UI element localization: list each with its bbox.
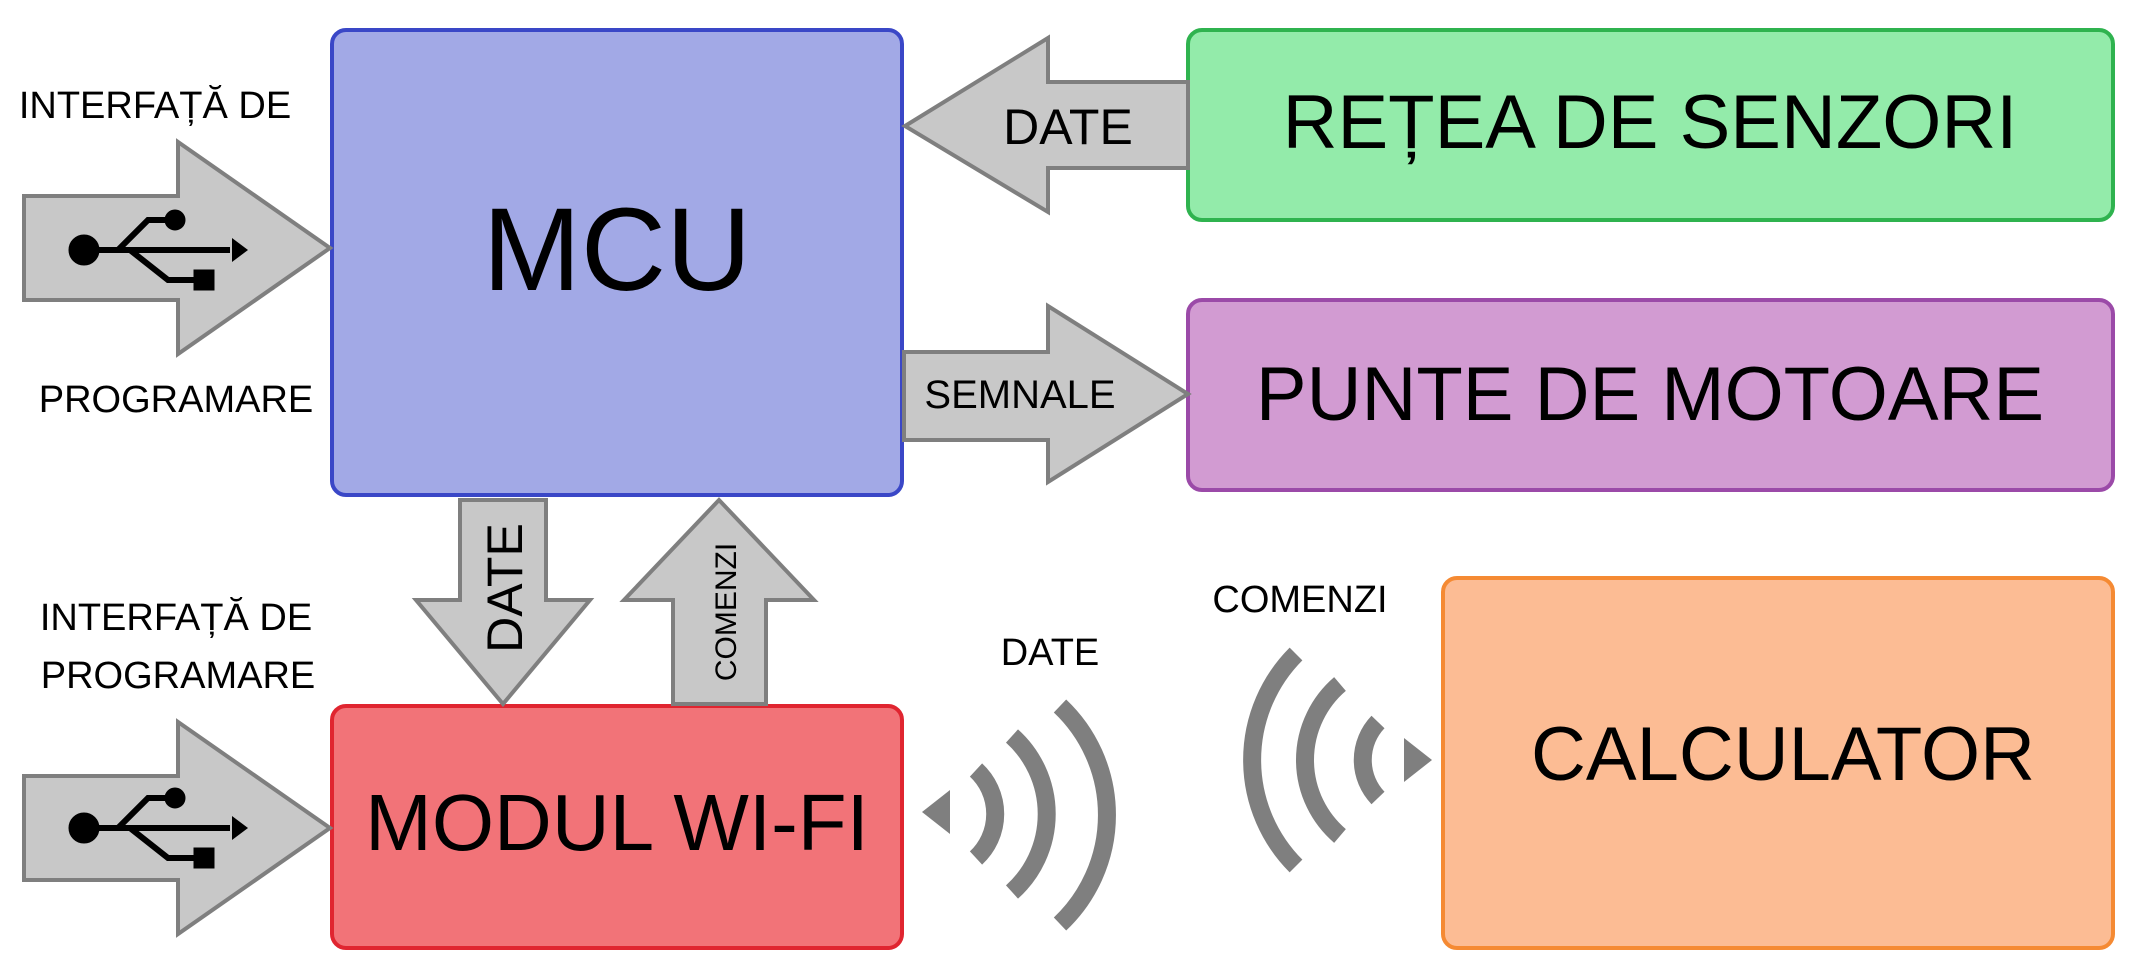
- wireless-tx-label: DATE: [1001, 632, 1100, 674]
- wifi-waves-icon: [922, 699, 1116, 931]
- arrow-wifi-to-mcu: COMENZI: [619, 497, 819, 706]
- usb-icon: [68, 787, 248, 869]
- mcu-label: MCU: [483, 184, 752, 316]
- programming-interface-bottom: INTERFAȚĂ DE PROGRAMARE: [22, 596, 334, 938]
- wifi-module-block: MODUL WI-FI: [330, 704, 904, 950]
- motor-bridge-label: PUNTE DE MOTOARE: [1256, 352, 2044, 437]
- usb-icon: [68, 209, 248, 291]
- wifi-waves-icon: [1243, 647, 1432, 873]
- arrow-mcu-to-motors-label: SEMNALE: [924, 373, 1115, 417]
- wifi-module-label: MODUL WI-FI: [365, 778, 869, 867]
- motor-bridge-block: PUNTE DE MOTOARE: [1186, 298, 2115, 492]
- programming-top-line2: PROGRAMARE: [39, 379, 313, 421]
- sensor-network-block: REȚEA DE SENZORI: [1186, 28, 2115, 222]
- wireless-rx-label: COMENZI: [1212, 579, 1387, 621]
- arrow-mcu-to-wifi: DATE: [411, 498, 595, 708]
- computer-label: CALCULATOR: [1531, 712, 2035, 797]
- mcu-block: MCU: [330, 28, 904, 497]
- sensor-network-label: REȚEA DE SENZORI: [1283, 80, 2018, 165]
- programming-interface-top: INTERFAȚĂ DE PROGRAMARE: [19, 84, 334, 421]
- programming-top-line1: INTERFAȚĂ DE: [19, 84, 291, 127]
- arrow-wifi-to-mcu-label: COMENZI: [710, 543, 743, 681]
- arrow-sensors-to-mcu-label: DATE: [1003, 99, 1133, 155]
- programming-bottom-line2: PROGRAMARE: [41, 655, 315, 697]
- arrow-mcu-to-wifi-label: DATE: [477, 523, 533, 653]
- arrow-mcu-to-motors: SEMNALE: [902, 302, 1192, 486]
- arrow-sensors-to-mcu: DATE: [901, 34, 1190, 216]
- programming-bottom-line1: INTERFAȚĂ DE: [40, 596, 312, 639]
- computer-block: CALCULATOR: [1441, 576, 2115, 950]
